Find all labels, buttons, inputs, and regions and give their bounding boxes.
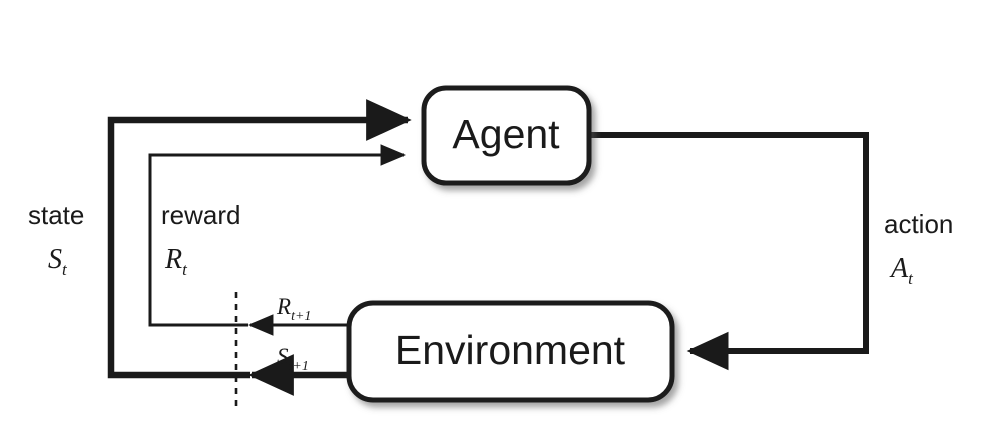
state-next-symbol: S [277,344,289,369]
reward-next-label: Rt+1 [276,294,311,324]
state-next-label: St+1 [277,344,309,374]
action-symbol: A [889,253,909,284]
action-subscript: t [908,269,914,288]
edge-action-forward [589,132,869,371]
reward-symbol: R [164,244,182,275]
reward-subscript: t [182,260,188,279]
edge-reward-feedback [148,144,407,327]
state-symbol: S [48,244,62,275]
state-subscript: t [62,260,68,279]
label-state-group: state St [28,200,84,279]
reward-text-label: reward [161,200,240,230]
label-reward-next-group: Rt+1 [276,294,311,324]
label-state-next-group: St+1 [277,344,309,374]
agent-label: Agent [452,111,560,157]
edge-state-feedback [107,99,412,379]
action-symbol-label: At [889,253,914,288]
node-agent[interactable]: Agent [421,85,592,186]
environment-box-shape [346,300,675,403]
reward-symbol-label: Rt [164,244,188,279]
node-environment[interactable]: Environment [346,300,675,403]
action-text-label: action [884,209,953,239]
state-text-label: state [28,200,84,230]
agent-box-shape [421,85,592,186]
reward-next-symbol: R [276,294,291,319]
reward-next-subscript: t+1 [291,309,311,324]
state-symbol-label: St [48,244,68,279]
environment-label: Environment [395,327,626,373]
label-reward-group: reward Rt [161,200,240,279]
label-action-group: action At [884,209,953,288]
state-next-subscript: t+1 [289,359,309,374]
